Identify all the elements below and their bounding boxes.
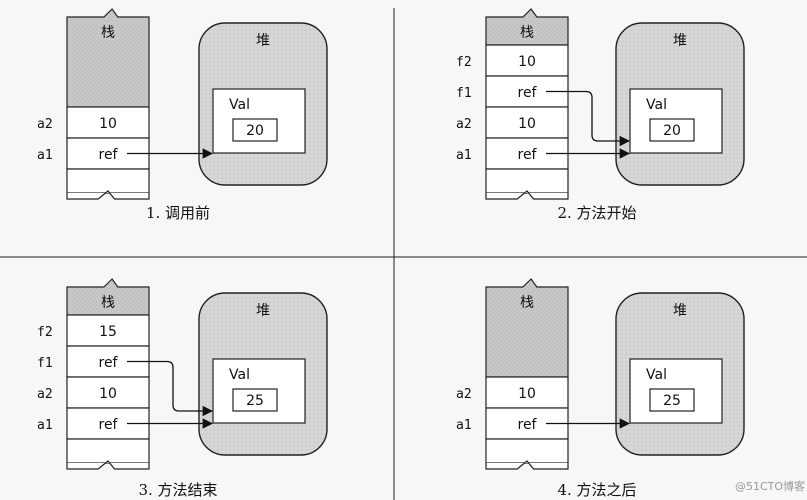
- heap-object-label: Val: [646, 367, 667, 383]
- stack-var-label: a2: [456, 387, 472, 402]
- stack-var-label: a1: [456, 418, 472, 433]
- stack-var-label: f1: [456, 86, 472, 101]
- stack-cell-value: 10: [99, 386, 117, 402]
- stack-var-label: f2: [456, 55, 472, 70]
- stack-bottom-edge: [66, 460, 150, 470]
- heap-object-label: Val: [646, 97, 667, 113]
- reference-arrow: [546, 90, 631, 147]
- heap-value: 25: [246, 393, 264, 409]
- heap-label: 堆: [673, 303, 687, 319]
- panel-2: 栈 10 f2 ref f1 10 a2 ref a1 堆 Val 20 2. 方法开始: [456, 8, 745, 222]
- stack-header: [66, 8, 150, 108]
- stack-cell-value: ref: [518, 147, 538, 163]
- stack-label: 栈: [520, 295, 534, 311]
- stack-cell-value: 10: [99, 116, 117, 132]
- stack-cell: [66, 106, 150, 139]
- stack-bottom-edge: [66, 190, 150, 200]
- stack-var-label: a1: [456, 148, 472, 163]
- panel-1: 栈 10 a2 ref a1 堆 Val 20 1. 调用前: [37, 8, 328, 222]
- stack-var-label: f1: [37, 356, 53, 371]
- stack-cell-value: ref: [99, 355, 119, 371]
- panel-caption: 4. 方法之后: [557, 481, 636, 499]
- heap-value-box: [232, 118, 278, 142]
- heap-value-box: [649, 118, 695, 142]
- stack-header: [485, 278, 569, 378]
- stack-var-label: f2: [37, 325, 53, 340]
- stack-cell: [66, 168, 150, 194]
- stack-label: 栈: [520, 25, 534, 41]
- heap-value: 25: [663, 393, 681, 409]
- stack-var-label: a1: [37, 148, 53, 163]
- stack-cell: [66, 314, 150, 347]
- stack-cell: [66, 438, 150, 464]
- stack-cell: [485, 168, 569, 194]
- stack-var-label: a2: [37, 387, 53, 402]
- heap-value: 20: [246, 123, 264, 139]
- heap-value: 20: [663, 123, 681, 139]
- panel-caption: 1. 调用前: [146, 204, 210, 222]
- panel-3: 栈 15 f2 ref f1 10 a2 ref a1 堆 Val 25 3. 方法结束: [37, 278, 328, 499]
- stack-bottom-edge: [485, 460, 569, 470]
- stack-label: 栈: [101, 25, 115, 41]
- stack-cell-value: ref: [518, 417, 538, 433]
- stack-cell: [485, 44, 569, 77]
- panel-caption: 2. 方法开始: [557, 204, 636, 222]
- stack-cell: [485, 376, 569, 409]
- stack-cell-value: 10: [518, 386, 536, 402]
- heap-value-box: [232, 388, 278, 412]
- heap-value-box: [649, 388, 695, 412]
- stack-label: 栈: [101, 295, 115, 311]
- stack-cell-value: ref: [99, 147, 119, 163]
- stack-cell: [485, 438, 569, 464]
- stack-cell-value: ref: [99, 417, 119, 433]
- reference-arrow: [127, 360, 214, 417]
- stack-cell: [485, 106, 569, 139]
- stack-bottom-edge: [485, 190, 569, 200]
- heap-label: 堆: [256, 303, 270, 319]
- watermark: @51CTO博客: [735, 479, 805, 493]
- heap-label: 堆: [673, 33, 687, 49]
- stack-cell-value: 10: [518, 54, 536, 70]
- stack-var-label: a1: [37, 418, 53, 433]
- stack-var-label: a2: [456, 117, 472, 132]
- stack-cell-value: 15: [99, 324, 117, 340]
- heap-object-label: Val: [229, 367, 250, 383]
- stack-cell-value: ref: [518, 85, 538, 101]
- stack-var-label: a2: [37, 117, 53, 132]
- heap-label: 堆: [256, 33, 270, 49]
- heap-object-label: Val: [229, 97, 250, 113]
- stack-cell-value: 10: [518, 116, 536, 132]
- panel-caption: 3. 方法结束: [138, 481, 217, 499]
- panel-4: 栈 10 a2 ref a1 堆 Val 25 4. 方法之后: [456, 278, 745, 499]
